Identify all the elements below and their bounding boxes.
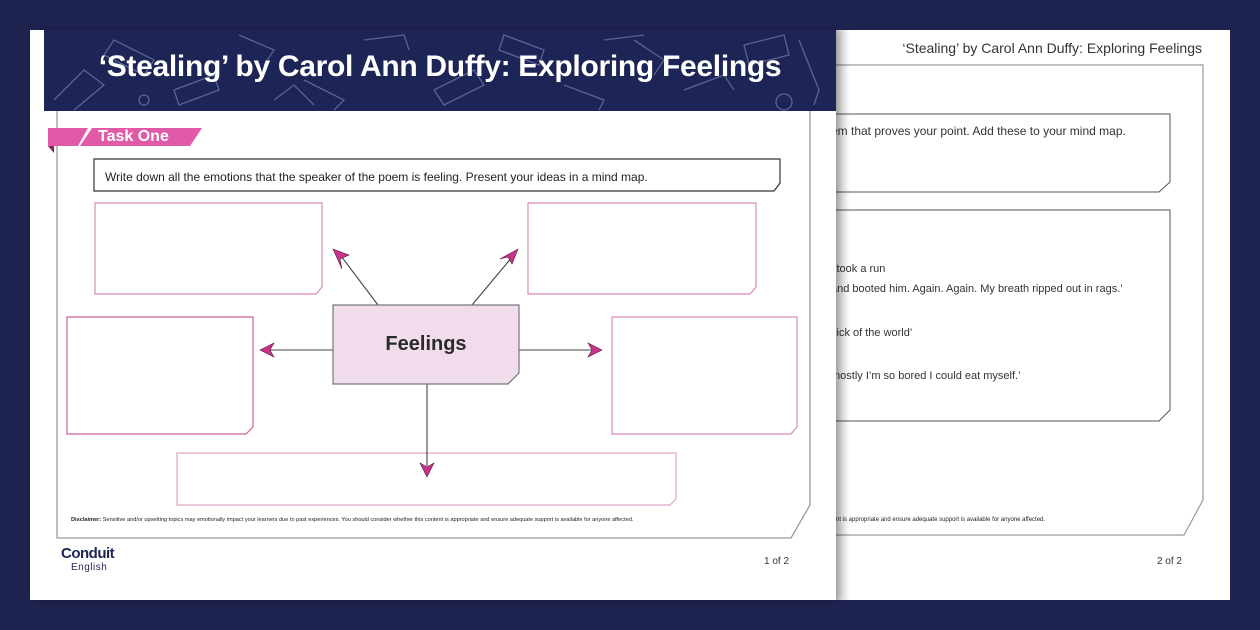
- page-1: ‘Stealing’ by Carol Ann Duffy: Exploring…: [30, 30, 836, 600]
- center-node: [332, 304, 520, 385]
- arrowhead-down-icon: [419, 462, 435, 478]
- page-2-number: 2 of 2: [1156, 556, 1182, 567]
- quote-line: mostly I’m so bored I could eat myself.’: [831, 370, 1021, 382]
- answer-box-middle-right: [611, 316, 798, 435]
- brand-subtitle: English: [71, 562, 108, 573]
- disclaimer-text: Sensitive and/or upsetting topics may em…: [101, 517, 634, 523]
- task-tab-left-piece: [48, 128, 88, 146]
- answer-box-bottom: [176, 452, 677, 506]
- page-1-graphics: [48, 111, 811, 539]
- arrowhead-left-icon: [259, 342, 275, 358]
- task-tab-fold: [48, 146, 54, 153]
- disclaimer: Disclaimer: Sensitive and/or upsetting t…: [71, 517, 633, 523]
- instruction-text: Write down all the emotions that the spe…: [105, 170, 648, 184]
- task-label: Task One: [98, 128, 169, 145]
- brand-logo: Conduit English: [61, 545, 115, 573]
- arrowhead-top-left-icon: [332, 248, 350, 270]
- document-title: ‘Stealing’ by Carol Ann Duffy: Exploring…: [98, 50, 782, 83]
- page-shadow: [836, 30, 850, 600]
- connector-lines: [265, 251, 595, 466]
- title-banner: ‘Stealing’ by Carol Ann Duffy: Exploring…: [44, 30, 836, 111]
- page-2-instruction-box: [836, 113, 1171, 193]
- arrowhead-right-icon: [587, 342, 603, 358]
- brand-name: Conduit: [61, 545, 115, 562]
- answer-box-top-left: [94, 202, 323, 295]
- page-2: ‘Stealing’ by Carol Ann Duffy: Exploring…: [831, 30, 1230, 600]
- answer-box-middle-left: [66, 316, 254, 435]
- stationery-doodle-pattern: [53, 34, 820, 111]
- page-2-header-title: ‘Stealing’ by Carol Ann Duffy: Exploring…: [902, 40, 1202, 56]
- page-2-instruction-text: em that proves your point. Add these to …: [831, 124, 1126, 138]
- arrowhead-top-right-icon: [499, 248, 519, 265]
- page-2-quotes-box: [836, 209, 1171, 422]
- quote-line: l took a run: [831, 263, 886, 275]
- quote-line: and booted him. Again. Again. My breath …: [831, 283, 1123, 295]
- task-tab-badge: [80, 128, 202, 146]
- center-node-label: Feelings: [385, 333, 467, 355]
- answer-box-top-right: [527, 202, 757, 295]
- disclaimer-label: Disclaimer:: [71, 517, 102, 523]
- quote-line: sick of the world’: [831, 327, 913, 339]
- page-2-frame: [836, 64, 1204, 536]
- page-2-disclaimer: tent is appropriate and ensure adequate …: [831, 517, 1046, 523]
- page-frame: [56, 111, 811, 539]
- instruction-box: [93, 158, 781, 192]
- page-1-number: 1 of 2: [764, 556, 790, 567]
